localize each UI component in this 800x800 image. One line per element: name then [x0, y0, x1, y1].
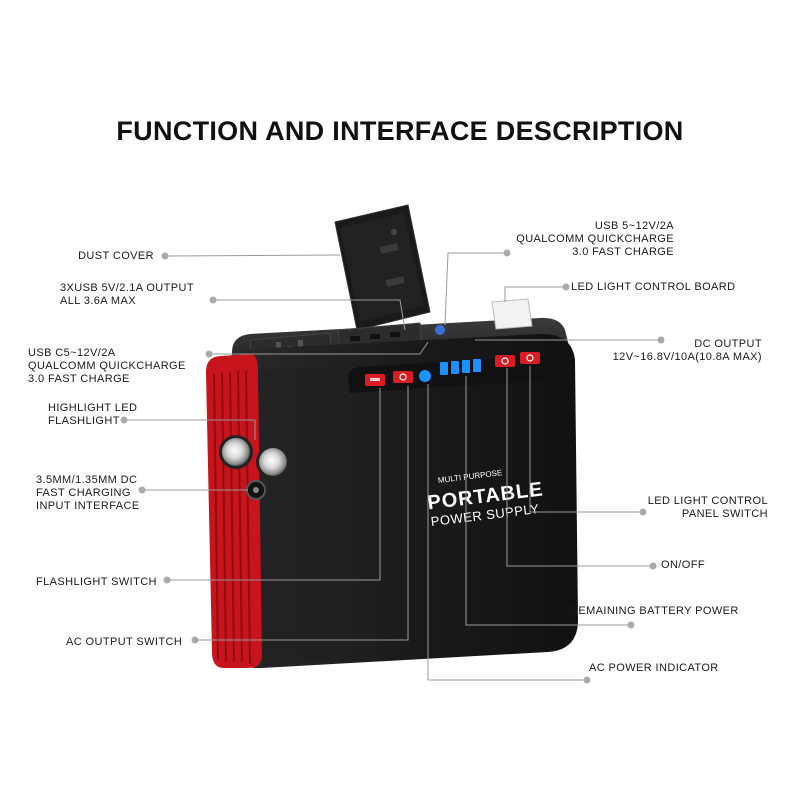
led-light-control-board [491, 298, 533, 330]
dust-cover[interactable] [334, 204, 431, 331]
leader-lines [127, 252, 658, 681]
callout-dc-output: DC OUTPUT 12V~16.8V/10A(10.8A MAX) [612, 338, 762, 363]
callout-dust-cover: DUST COVER [78, 250, 154, 262]
callout-on-off: ON/OFF [661, 559, 705, 571]
flashlight-led-left [219, 435, 253, 469]
callout-led-board: LED LIGHT CONTROL BOARD [571, 281, 736, 293]
usb-qc-port-icon [435, 325, 445, 335]
battery-indicator [440, 359, 481, 375]
flashlight-led-right [256, 445, 290, 479]
callout-ac-output-switch: AC OUTPUT SWITCH [66, 636, 183, 648]
leader-dots [120, 249, 665, 684]
callout-led-panel-switch: LED LIGHT CONTROL PANEL SWITCH [647, 495, 768, 520]
ac-output-switch[interactable] [393, 371, 413, 383]
callout-usb-c: USB C5~12V/2A QUALCOMM QUICKCHARGE 3.0 F… [28, 347, 186, 385]
on-off-switch[interactable] [495, 355, 515, 367]
page-title: FUNCTION AND INTERFACE DESCRIPTION [116, 116, 684, 146]
callout-usb-qc-right: USB 5~12V/2A QUALCOMM QUICKCHARGE 3.0 FA… [516, 220, 674, 258]
callout-highlight-led: HIGHLIGHT LED FLASHLIGHT [48, 402, 138, 427]
callout-flashlight-switch: FLASHLIGHT SWITCH [36, 576, 157, 588]
flashlight-switch[interactable] [365, 374, 385, 386]
led-panel-switch[interactable] [520, 352, 540, 364]
callout-battery: REMAINING BATTERY POWER [570, 605, 739, 617]
callout-usb-output: 3XUSB 5V/2.1A OUTPUT ALL 3.6A MAX [60, 282, 194, 307]
ac-power-indicator [419, 370, 431, 382]
callout-ac-indicator: AC POWER INDICATOR [589, 662, 719, 674]
dc-input-port [246, 480, 266, 500]
callout-dc-input: 3.5MM/1.35MM DC FAST CHARGING INPUT INTE… [36, 474, 140, 512]
